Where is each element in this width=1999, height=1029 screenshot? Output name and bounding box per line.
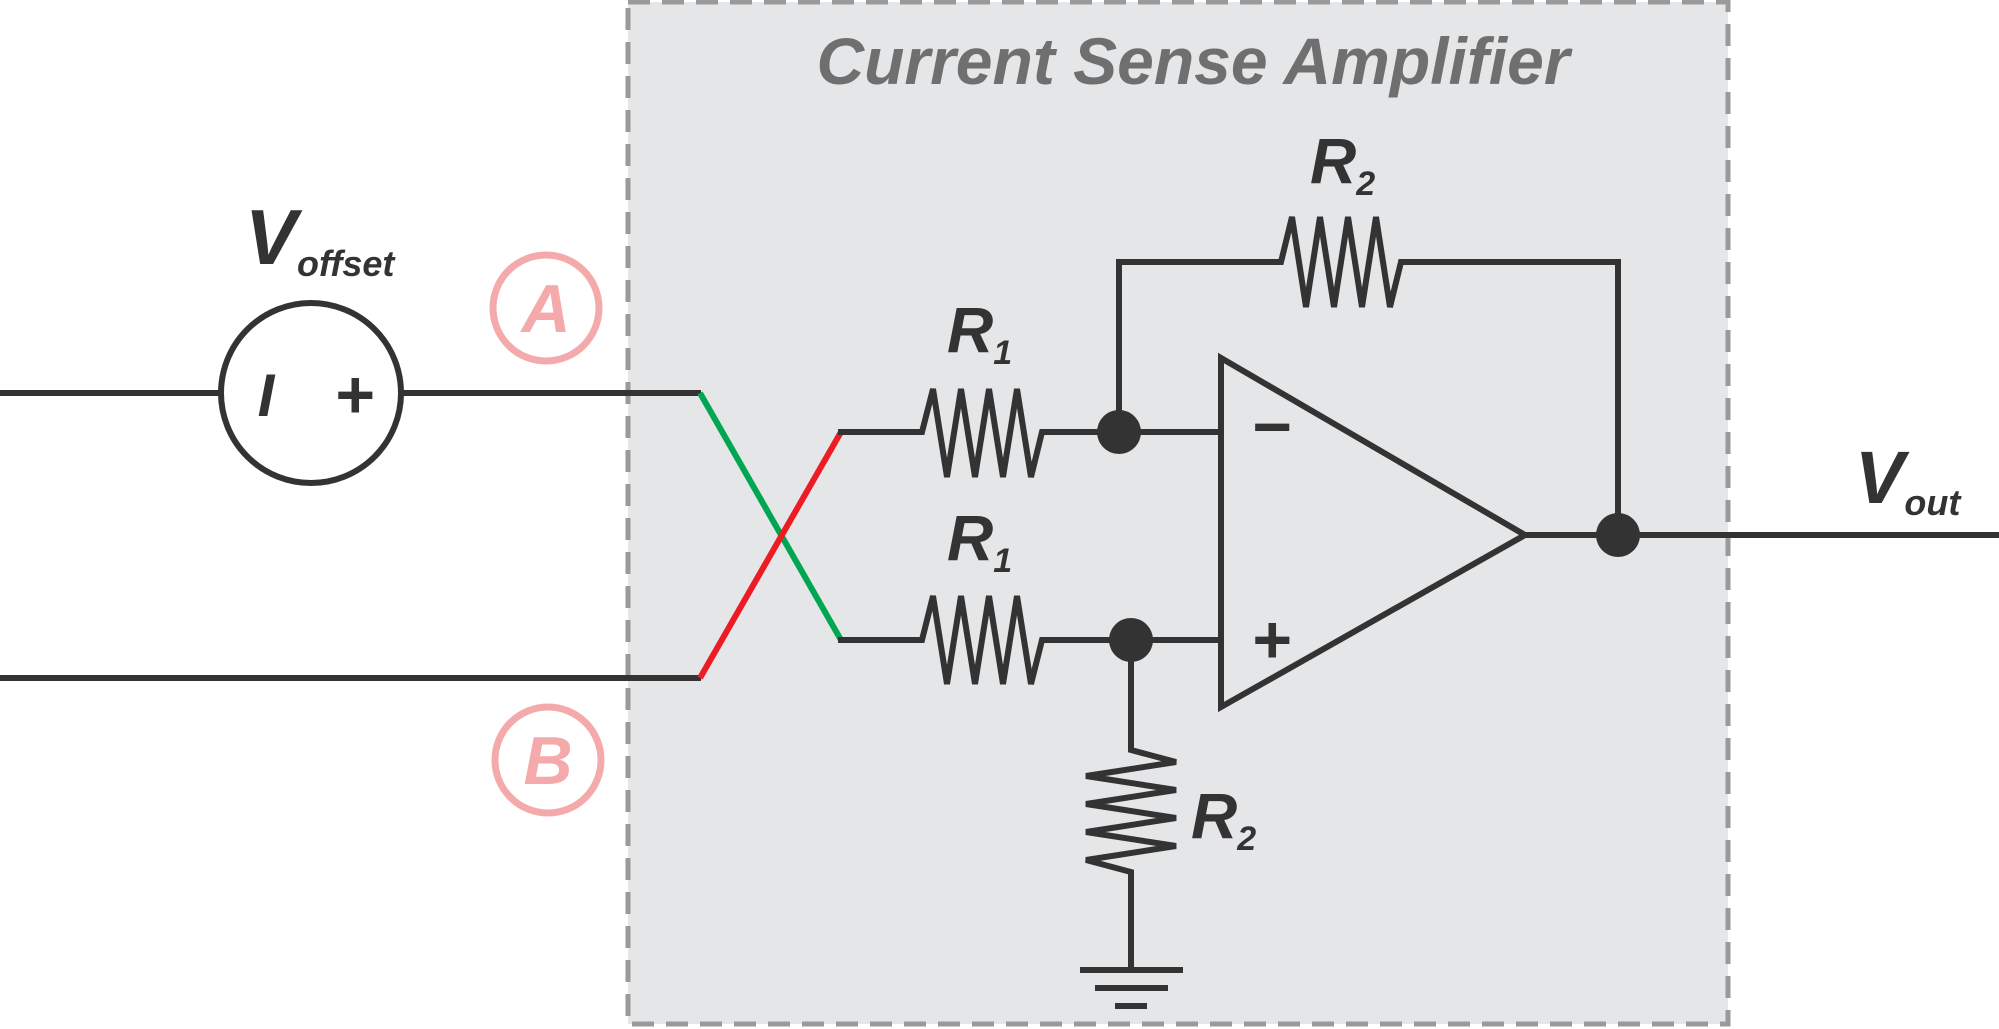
marker-a-label: A (519, 271, 570, 347)
r2-feedback-label: R2 (1310, 125, 1375, 203)
source-label-sub: offset (297, 243, 396, 284)
source-label-main: V (245, 193, 303, 281)
amplifier-title: Current Sense Amplifier (816, 24, 1572, 98)
r1-bottom-label-main: R (947, 502, 993, 574)
marker-b-label: B (523, 723, 572, 799)
amplifier-box (625, 0, 1731, 1027)
marker-a: A (489, 251, 603, 365)
source-plus-symbol: + (334, 357, 374, 433)
resistor-r1-top (838, 388, 1122, 478)
output-label: Vout (1855, 436, 1962, 523)
source-minus-symbol: I (258, 362, 276, 429)
output-label-main: V (1855, 436, 1910, 519)
resistor-r2-ground (1085, 637, 1177, 973)
r2-ground-label: R2 (1191, 780, 1256, 858)
r1-top-label: R1 (947, 294, 1012, 372)
opamp-inverting-sign: − (1251, 389, 1291, 465)
r1-top-label-main: R (947, 294, 993, 366)
r2-ground-label-main: R (1191, 780, 1237, 852)
r2-ground-label-sub: 2 (1236, 820, 1256, 858)
junction-dot-inverting (1097, 410, 1141, 454)
r2-feedback-label-sub: 2 (1355, 165, 1375, 203)
swap-wire-red (697, 430, 844, 680)
output-label-sub: out (1904, 482, 1962, 523)
source-label: Voffset (245, 193, 396, 284)
ground-symbol (1080, 967, 1183, 1009)
opamp-triangle (1218, 352, 1532, 713)
r1-bottom-label: R1 (947, 502, 1012, 580)
opamp-noninverting-sign: + (1251, 602, 1291, 678)
marker-b: B (491, 703, 605, 817)
r1-bottom-label-sub: 1 (993, 542, 1012, 580)
resistor-r1-bottom (838, 595, 1134, 685)
feedback-wire (1116, 216, 1621, 538)
offset-voltage-source: I + (218, 300, 404, 486)
junction-dot-output (1596, 513, 1640, 557)
swap-wire-green (697, 391, 844, 642)
r1-top-label-sub: 1 (993, 334, 1012, 372)
junction-dot-noninverting (1109, 618, 1153, 662)
r2-feedback-label-main: R (1310, 125, 1356, 197)
